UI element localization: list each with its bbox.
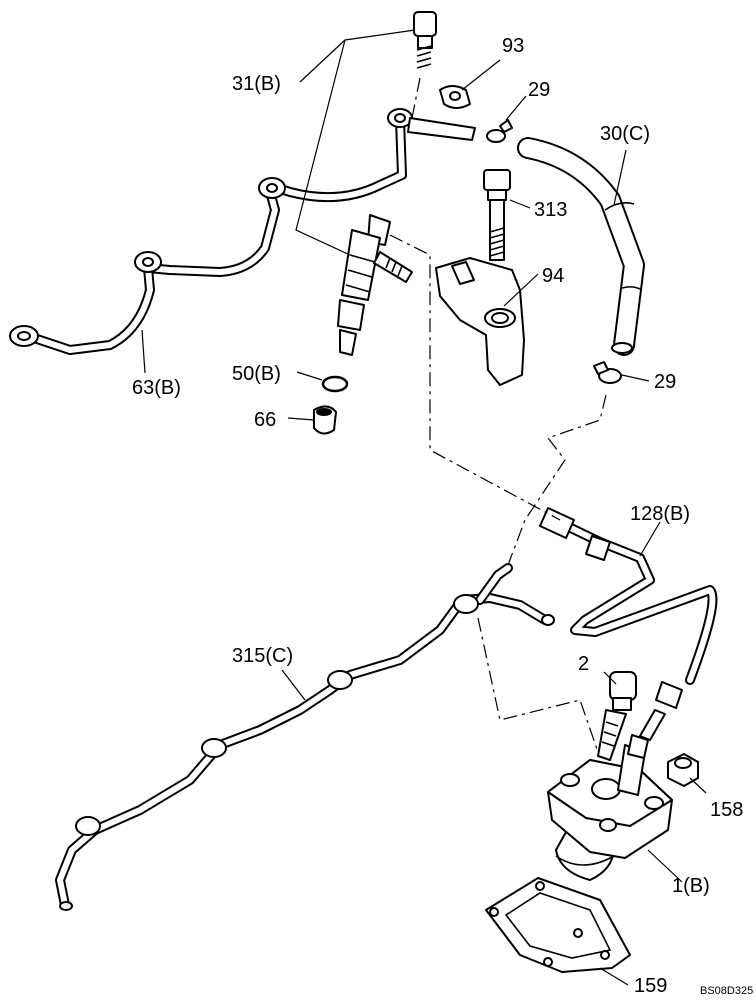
label-158: 158 — [710, 799, 743, 821]
part-30c-hose — [517, 137, 645, 356]
part-128b-injection-pipe — [539, 507, 718, 741]
part-94-bracket — [435, 257, 525, 386]
label-315c: 315(C) — [232, 645, 293, 667]
label-63b: 63(B) — [132, 377, 181, 399]
label-29-top: 29 — [528, 79, 550, 101]
label-159: 159 — [634, 975, 667, 997]
label-128b: 128(B) — [630, 503, 690, 525]
label-1b: 1(B) — [672, 875, 710, 897]
part-66-cap — [313, 405, 337, 435]
part-29-clip-mid — [593, 361, 622, 384]
part-1b-injection-pump — [547, 734, 673, 881]
leader-lines — [141, 29, 707, 986]
part-159-gasket — [485, 877, 631, 973]
part-50b-o-ring — [321, 375, 349, 393]
label-313: 313 — [534, 199, 567, 221]
connection-lines — [389, 77, 607, 753]
label-31b: 31(B) — [232, 73, 281, 95]
part-313-bolt — [483, 169, 511, 261]
injector-nozzle — [337, 214, 413, 356]
label-50b: 50(B) — [232, 363, 281, 385]
label-66: 66 — [254, 409, 276, 431]
part-2-bolt — [597, 671, 637, 761]
label-30c: 30(C) — [600, 123, 650, 145]
label-2: 2 — [578, 653, 589, 675]
drawing-code: BS08D325 — [700, 985, 753, 997]
label-94: 94 — [542, 265, 564, 287]
part-315c-leakoff-pipe — [55, 563, 555, 911]
label-29-mid: 29 — [654, 371, 676, 393]
part-93-clamp — [439, 85, 471, 109]
part-31b-injection-pipe — [273, 11, 476, 203]
label-93: 93 — [502, 35, 524, 57]
part-29-clip-top — [486, 119, 513, 143]
part-63b-return-pipe — [9, 177, 286, 355]
